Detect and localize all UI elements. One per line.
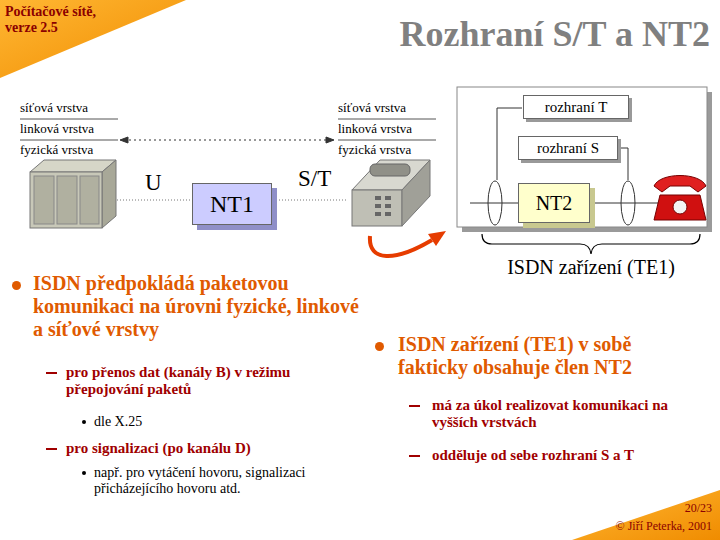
arrow-head bbox=[428, 231, 446, 246]
callout-arrow bbox=[370, 236, 432, 256]
bullet-marker bbox=[409, 405, 420, 407]
layer-name: fyzická vrstva bbox=[20, 143, 120, 158]
layer-name: linková vrstva bbox=[20, 122, 120, 137]
brace bbox=[482, 234, 700, 254]
bullet-text: ISDN předpokládá paketovou komunikaci na… bbox=[33, 272, 368, 341]
bullet-marker bbox=[409, 455, 420, 457]
server-icon bbox=[30, 160, 116, 228]
device-label: ISDN zařízení (TE1) bbox=[484, 256, 698, 279]
layer-name: síťová vrstva bbox=[20, 101, 120, 116]
layer-arrow bbox=[120, 137, 334, 143]
copyright: © Jiří Peterka, 2001 bbox=[560, 520, 712, 534]
bullet-text: dle X.25 bbox=[94, 414, 344, 430]
header-text: Počítačové sítě, verze 2.5 bbox=[5, 4, 125, 36]
bullet-text: např. pro vytáčení hovoru, signalizaci p… bbox=[94, 465, 379, 497]
layer-name: fyzická vrstva bbox=[338, 143, 438, 158]
slide-title: Rozhraní S/T a NT2 bbox=[400, 14, 710, 55]
box-text: rozhraní T bbox=[545, 99, 608, 116]
page-number: 20/23 bbox=[598, 502, 712, 516]
interface-name: U bbox=[145, 170, 162, 196]
corner-triangle bbox=[0, 0, 186, 78]
box-text: rozhraní S bbox=[537, 140, 599, 157]
bullet-text: pro signalizaci (po kanálu D) bbox=[66, 440, 366, 457]
box-text: NT2 bbox=[536, 192, 573, 215]
interface-box: rozhraní T bbox=[523, 95, 629, 119]
interface-name: S/T bbox=[298, 166, 331, 192]
network-terminal-box: NT1 bbox=[192, 183, 272, 225]
bullet-marker bbox=[46, 372, 57, 374]
bullet-marker bbox=[82, 471, 86, 475]
box-text: NT1 bbox=[210, 191, 254, 218]
network-terminal-box: NT2 bbox=[518, 183, 590, 223]
bullet-text: ISDN zařízení (TE1) v sobě fakticky obsa… bbox=[398, 333, 698, 379]
layer-name: síťová vrstva bbox=[338, 101, 438, 116]
bullet-text: pro přenos dat (kanály B) v režimu přepo… bbox=[66, 364, 366, 399]
panel bbox=[457, 87, 707, 227]
interface-box: rozhraní S bbox=[518, 136, 618, 160]
interface-marks bbox=[470, 108, 662, 225]
bullet-text: odděluje od sebe rozhraní S a T bbox=[432, 447, 707, 464]
bullet-marker bbox=[12, 281, 21, 290]
bullet-text: má za úkol realizovat komunikaci na vyšš… bbox=[432, 397, 707, 432]
layer-name: linková vrstva bbox=[338, 122, 438, 137]
red-phone-icon bbox=[654, 176, 706, 221]
bullet-marker bbox=[82, 420, 86, 424]
bullet-marker bbox=[46, 448, 57, 450]
bullet-marker bbox=[375, 342, 384, 351]
phone-icon bbox=[352, 160, 430, 226]
